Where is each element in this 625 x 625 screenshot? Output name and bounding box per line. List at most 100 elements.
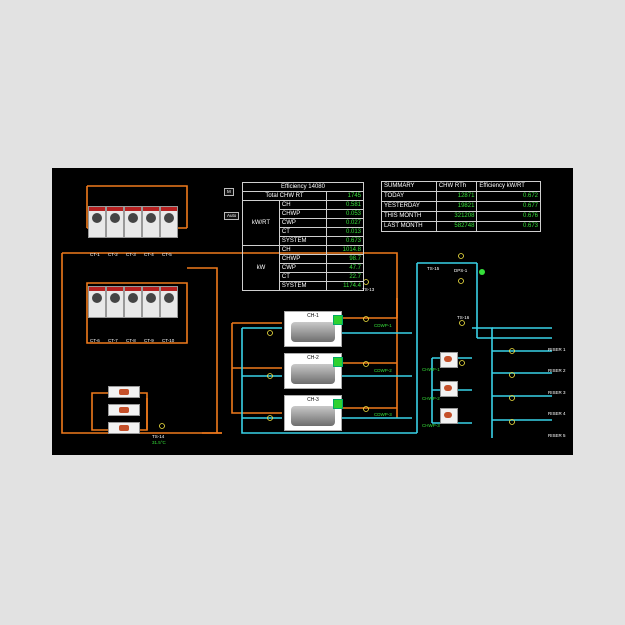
piping-diagram [61, 185, 552, 438]
riser-label: RISER 5 [548, 433, 566, 438]
summary-row: YESTERDAY 19821 0.677 [381, 201, 541, 212]
cooling-tower-label: CT-7 [108, 338, 118, 343]
eff-row-value: 0.053 [325, 209, 365, 219]
ts14-label: TS-14 [152, 434, 165, 439]
kw-group-label: kW [242, 245, 280, 291]
chwp-label: CHWP-1 [422, 367, 440, 372]
eff-row-value: 0.013 [325, 227, 365, 237]
chw-pump-unit[interactable] [440, 408, 458, 424]
cooling-tower-unit[interactable] [124, 206, 142, 238]
eff-row-name: CWP [278, 218, 327, 228]
plant-schematic-panel: M Auto Efficiency 14080 Total CHW RT 174… [52, 168, 573, 455]
cooling-tower-label: CT-10 [162, 338, 175, 343]
summary-rth: 12871 [435, 191, 478, 202]
eff-row-name: CH [278, 245, 327, 255]
cooling-tower-unit[interactable] [88, 286, 106, 318]
eff-row-value: 1174.4 [325, 281, 365, 291]
condenser-pump-unit[interactable] [108, 386, 140, 398]
cooling-tower-label: CT-1 [90, 252, 100, 257]
summary-eff: 0.677 [476, 201, 541, 212]
riser-label: RISER 1 [548, 347, 566, 352]
summary-row: TODAY 12871 0.672 [381, 191, 541, 202]
eff-row-value: 0.027 [325, 218, 365, 228]
cdwp-label: CDWP-3 [374, 412, 392, 417]
eff-row-name: CT [278, 272, 327, 282]
ts15-label: TS-15 [427, 266, 440, 271]
chwp-label: CHWP-3 [422, 423, 440, 428]
cooling-tower-label: CT-4 [144, 252, 154, 257]
cdwp-label: CDWP-1 [374, 323, 392, 328]
cooling-tower-unit[interactable] [142, 286, 160, 318]
eff-row-value: 47.7 [325, 263, 365, 273]
efficiency-title: Efficiency 14080 [242, 182, 364, 192]
summary-eff: 0.672 [476, 191, 541, 202]
chwp-label: CHWP-2 [422, 396, 440, 401]
cooling-tower-unit[interactable] [88, 206, 106, 238]
summary-header: SUMMARY [381, 181, 437, 192]
cooling-tower-unit[interactable] [106, 286, 124, 318]
dps-label: DPS-1 [454, 268, 468, 273]
condenser-pump-unit[interactable] [108, 404, 140, 416]
eff-row-value: 22.7 [325, 272, 365, 282]
auto-mode-button[interactable]: Auto [224, 212, 240, 220]
summary-period: TODAY [381, 191, 437, 202]
chiller-tag: CH-2 [307, 355, 319, 361]
riser-label: RISER 4 [548, 411, 566, 416]
eff-row-value: 0.581 [325, 200, 365, 210]
cooling-tower-label: CT-3 [126, 252, 136, 257]
summary-row: THIS MONTH 321208 0.676 [381, 211, 541, 222]
chiller-tag: CH-3 [307, 397, 319, 403]
chw-pump-unit[interactable] [440, 352, 458, 368]
chiller-unit[interactable]: CH-2 [284, 353, 342, 389]
ts14-value: 31.5°C [152, 440, 166, 445]
eff-row-name: SYSTEM [278, 236, 327, 246]
total-chw-rt-value: 1745 [325, 191, 365, 201]
eff-row-name: CHWP [278, 209, 327, 219]
chiller-tag: CH-1 [307, 313, 319, 319]
summary-table: SUMMARY CHW RTh Efficiency kW/RT TODAY 1… [381, 181, 541, 232]
chiller-status-indicator [333, 357, 343, 367]
cooling-tower-unit[interactable] [160, 206, 178, 238]
cooling-tower-label: CT-6 [90, 338, 100, 343]
kw-per-rt-group-label: kW/RT [242, 200, 280, 246]
cooling-tower-label: CT-2 [108, 252, 118, 257]
summary-eff: 0.673 [476, 221, 541, 232]
eff-row-name: CT [278, 227, 327, 237]
summary-rth: 321208 [435, 211, 478, 222]
eff-row-value: 0.673 [325, 236, 365, 246]
condenser-pump-unit[interactable] [108, 422, 140, 434]
total-chw-rt-label: Total CHW RT [242, 191, 327, 201]
chiller-status-indicator [333, 399, 343, 409]
riser-label: RISER 2 [548, 368, 566, 373]
eff-row-name: SYSTEM [278, 281, 327, 291]
summary-rth: 582748 [435, 221, 478, 232]
chiller-status-indicator [333, 315, 343, 325]
mode-m-button[interactable]: M [224, 188, 234, 196]
riser-label: RISER 3 [548, 390, 566, 395]
ts13-label: TS-13 [362, 287, 375, 292]
eff-row-value: 98.7 [325, 254, 365, 264]
cooling-tower-unit[interactable] [124, 286, 142, 318]
summary-header: Efficiency kW/RT [476, 181, 541, 192]
summary-rth: 19821 [435, 201, 478, 212]
cooling-tower-label: CT-8 [126, 338, 136, 343]
summary-period: YESTERDAY [381, 201, 437, 212]
cooling-tower-unit[interactable] [106, 206, 124, 238]
summary-period: THIS MONTH [381, 211, 437, 222]
summary-row: LAST MONTH 582748 0.673 [381, 221, 541, 232]
ts16-label: TS-16 [457, 315, 470, 320]
chiller-unit[interactable]: CH-3 [284, 395, 342, 431]
summary-header: CHW RTh [435, 181, 478, 192]
cooling-tower-unit[interactable] [142, 206, 160, 238]
summary-period: LAST MONTH [381, 221, 437, 232]
efficiency-table: Efficiency 14080 Total CHW RT 1745 kW/RT… [242, 182, 365, 291]
eff-row-value: 1014.8 [325, 245, 365, 255]
chiller-unit[interactable]: CH-1 [284, 311, 342, 347]
eff-row-name: CHWP [278, 254, 327, 264]
cooling-tower-unit[interactable] [160, 286, 178, 318]
cooling-tower-label: CT-5 [162, 252, 172, 257]
eff-row-name: CH [278, 200, 327, 210]
cdwp-label: CDWP-2 [374, 368, 392, 373]
eff-row-name: CWP [278, 263, 327, 273]
chw-pump-unit[interactable] [440, 381, 458, 397]
